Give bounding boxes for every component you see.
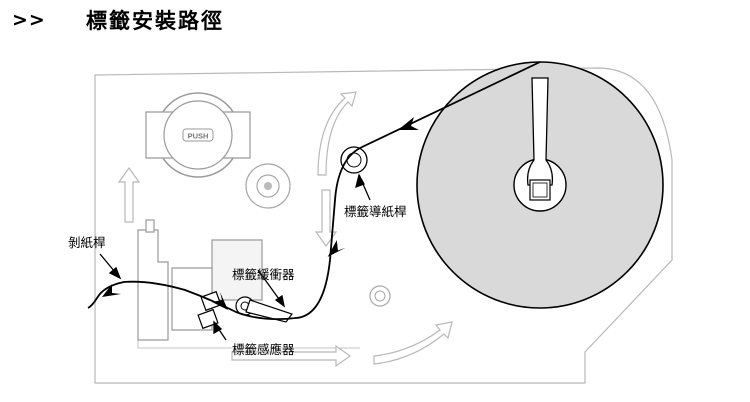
heading-marker: >> — [12, 9, 46, 31]
ribbon-spindle-knob — [245, 163, 291, 209]
label-damper — [235, 296, 293, 323]
peel-bar-callout: 剝紙桿 — [68, 235, 106, 250]
paper-direction-arrows — [102, 117, 419, 310]
push-button-text: PUSH — [188, 132, 209, 141]
peel-mechanism — [137, 219, 263, 341]
callout-leaders — [99, 173, 371, 341]
printer-body-outline — [94, 67, 673, 384]
label-guide-roller — [340, 146, 368, 174]
small-roller — [369, 285, 391, 307]
print-head-latch: PUSH — [145, 92, 251, 178]
label-damper-callout: 標籤緩衝器 — [232, 267, 295, 282]
label-roll — [416, 61, 664, 309]
flow-arrows — [117, 91, 453, 368]
page-title: 標籤安裝路徑 — [86, 9, 224, 33]
label-sensor-callout: 標籤感應器 — [232, 342, 295, 357]
label-guide-bar-callout: 標籤導紙桿 — [344, 204, 407, 219]
section-heading: >> 標籤安裝路徑 — [12, 4, 224, 36]
